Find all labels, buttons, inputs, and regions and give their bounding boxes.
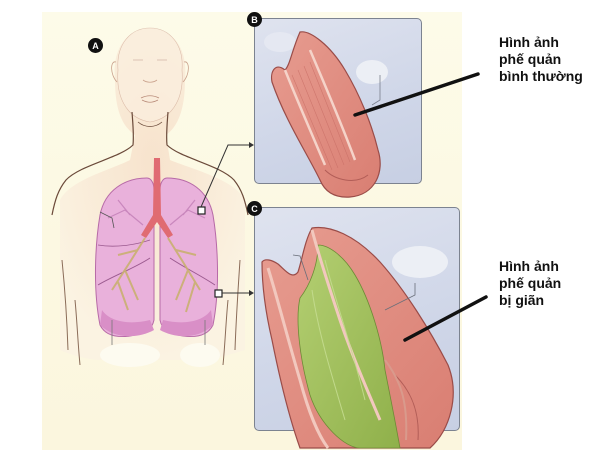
leader-line-dilated bbox=[403, 295, 488, 342]
label-normal-line-2: phế quản bbox=[499, 51, 562, 67]
label-normal-line-1: Hình ảnh bbox=[499, 34, 559, 50]
label-dilated-bronchus: Hình ảnh phế quản bị giãn bbox=[499, 258, 561, 309]
normal-bronchus bbox=[270, 31, 381, 198]
dilated-bronchus bbox=[261, 226, 454, 449]
label-dilated-line-1: Hình ảnh bbox=[499, 258, 559, 274]
label-normal-bronchus: Hình ảnh phế quản bình thường bbox=[499, 34, 583, 85]
panel-badge-a: A bbox=[88, 38, 103, 53]
lungs bbox=[94, 142, 254, 345]
panel-badge-b: B bbox=[247, 12, 262, 27]
panel-badge-c: C bbox=[247, 201, 262, 216]
label-dilated-line-2: phế quản bbox=[499, 275, 562, 291]
leader-line-normal bbox=[353, 72, 480, 117]
label-dilated-line-3: bị giãn bbox=[499, 292, 545, 308]
label-normal-line-3: bình thường bbox=[499, 68, 583, 84]
